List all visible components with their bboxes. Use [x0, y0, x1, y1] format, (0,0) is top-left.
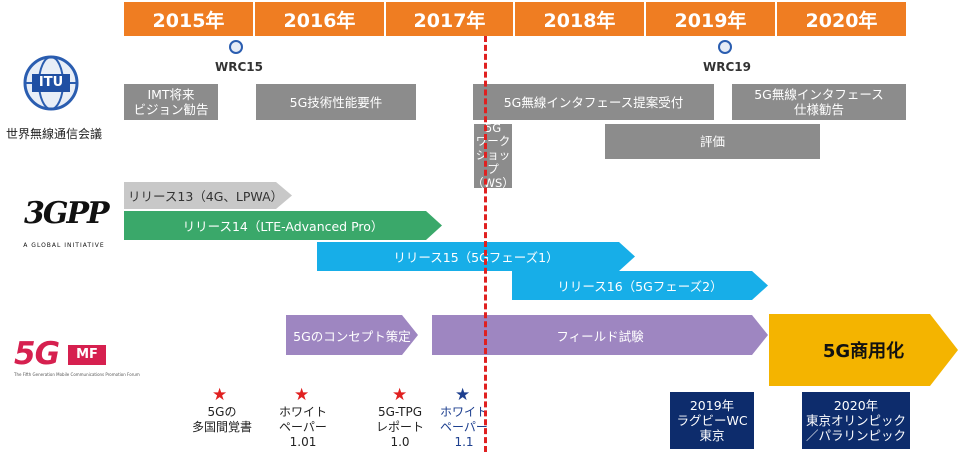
oly-line1: 2020年 — [833, 398, 879, 413]
itu-logo: ITU — [22, 54, 80, 112]
3gpp-logo-text: 3GPP — [24, 196, 110, 231]
star-icon: ★ — [455, 385, 471, 405]
5gmf-logo-caption: The Fifth Generation Mobile Communicatio… — [14, 372, 140, 377]
evaluation-box: 評価 — [605, 124, 820, 159]
milestone-tpg: 5G-TPG レポート 1.0 — [364, 405, 436, 450]
release14-arrow: リリース14（LTE-Advanced Pro） — [124, 211, 442, 240]
ws-line1: 5G — [484, 120, 502, 135]
rwc-line3: 東京 — [699, 428, 725, 443]
commercial-arrow: 5G商用化 — [769, 314, 958, 386]
ws-line4: （WS） — [472, 175, 514, 190]
rwc-line2: ラグビーWC — [676, 413, 748, 428]
itu-org-label: 世界無線通信会議 — [6, 127, 103, 141]
imt-line2: ビジョン勧告 — [133, 102, 209, 117]
milestone-mou: 5Gの 多国間覚書 — [186, 405, 258, 435]
milestone-wp101: ホワイト ペーパー 1.01 — [267, 405, 339, 450]
ws-line3: ショップ — [475, 148, 511, 176]
3gpp-logo: 3GPP A GLOBAL INITIATIVE — [14, 192, 114, 256]
milestone-line1: ホワイト — [439, 405, 488, 419]
milestone-line3: 1.01 — [289, 435, 317, 449]
ws-line2: ワーク — [475, 134, 511, 149]
5gmf-logo-text: 5G — [14, 336, 60, 372]
year-2019: 2019年 — [646, 2, 775, 36]
milestone-line2: 多国間覚書 — [191, 420, 252, 434]
oly-line2: 東京オリンピック — [805, 413, 906, 428]
star-icon: ★ — [392, 385, 408, 405]
milestone-line2: ペーパー — [279, 420, 327, 434]
wrc19-label: WRC19 — [703, 60, 751, 74]
milestone-wp11: ホワイト ペーパー 1.1 — [428, 405, 500, 450]
milestone-line2: ペーパー — [440, 420, 488, 434]
tech-req-box: 5G技術性能要件 — [256, 84, 416, 120]
wrc19-globe-icon — [718, 40, 732, 54]
star-icon: ★ — [212, 385, 228, 405]
year-2015: 2015年 — [124, 2, 253, 36]
spec-line1: 5G無線インタフェース — [754, 87, 884, 102]
milestone-line2: レポート — [375, 420, 424, 434]
field-trial-arrow: フィールド試験 — [432, 315, 768, 355]
now-line — [484, 36, 487, 452]
milestone-line1: 5G-TPG — [377, 405, 423, 419]
rugby-wc-box: 2019年 ラグビーWC 東京 — [670, 392, 754, 449]
year-2017: 2017年 — [386, 2, 513, 36]
spec-line2: 仕様勧告 — [793, 102, 844, 117]
year-2016: 2016年 — [255, 2, 384, 36]
proposal-box: 5G無線インタフェース提案受付 — [473, 84, 714, 120]
spec-rec-box: 5G無線インタフェース 仕様勧告 — [732, 84, 906, 120]
imt-line1: IMT将来 — [147, 87, 195, 102]
3gpp-tagline: A GLOBAL INITIATIVE — [23, 242, 105, 249]
concept-arrow: 5Gのコンセプト策定 — [286, 315, 418, 355]
wrc15-globe-icon — [229, 40, 243, 54]
olympics-box: 2020年 東京オリンピック ／パラリンピック — [802, 392, 910, 449]
itu-globe-icon — [23, 55, 79, 111]
5gmf-logo-sub: MF — [68, 345, 106, 365]
itu-logo-text: ITU — [38, 75, 64, 90]
oly-line3: ／パラリンピック — [805, 428, 906, 443]
rwc-line1: 2019年 — [689, 398, 735, 413]
release15-arrow: リリース15（5Gフェーズ1） — [317, 242, 635, 271]
milestone-line3: 1.1 — [454, 435, 474, 449]
star-icon: ★ — [294, 385, 310, 405]
milestone-line1: ホワイト — [278, 405, 327, 419]
milestone-line3: 1.0 — [390, 435, 410, 449]
year-2020: 2020年 — [777, 2, 906, 36]
5gmf-logo: 5G MF The Fifth Generation Mobile Commun… — [14, 336, 140, 380]
year-2018: 2018年 — [515, 2, 644, 36]
imt-vision-box: IMT将来 ビジョン勧告 — [124, 84, 218, 120]
wrc15-label: WRC15 — [215, 60, 263, 74]
milestone-line1: 5Gの — [207, 405, 237, 419]
release13-arrow: リリース13（4G、LPWA） — [124, 182, 292, 209]
release16-arrow: リリース16（5Gフェーズ2） — [512, 271, 768, 300]
workshop-box: 5G ワーク ショップ （WS） — [472, 120, 514, 190]
